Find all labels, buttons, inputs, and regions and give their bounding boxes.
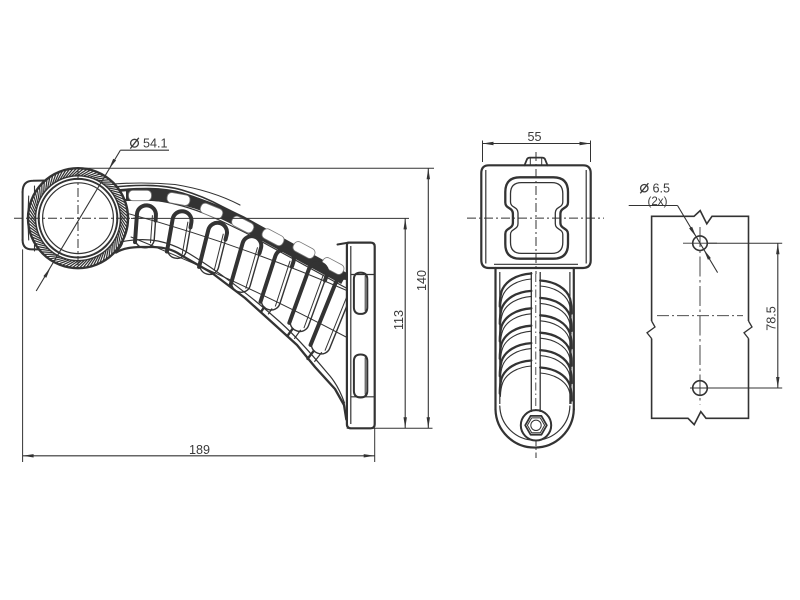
svg-text:(2x): (2x) [648, 195, 668, 208]
svg-text:54.1: 54.1 [143, 137, 168, 151]
svg-text:78.5: 78.5 [765, 306, 779, 331]
svg-text:140: 140 [415, 270, 429, 291]
svg-text:189: 189 [189, 443, 210, 457]
svg-text:113: 113 [392, 310, 406, 330]
svg-text:55: 55 [527, 130, 541, 144]
svg-text:6.5: 6.5 [653, 181, 671, 195]
